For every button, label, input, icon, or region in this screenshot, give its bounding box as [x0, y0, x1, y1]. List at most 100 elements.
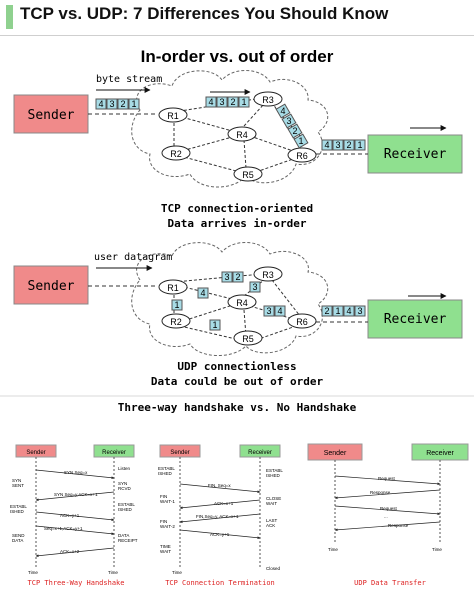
svg-text:3: 3	[335, 140, 340, 150]
tcp-caption-2: Data arrives in-order	[167, 217, 306, 230]
udp-router-r4: R4	[227, 294, 257, 310]
tcp-router-r6: R6	[287, 147, 317, 163]
tcp-packets-sender: 4 3 2 1	[95, 98, 140, 110]
header-accent-bar	[6, 5, 13, 29]
svg-text:LAST: LAST	[266, 518, 278, 523]
tcp-sender-label: Sender	[28, 108, 75, 123]
udp-sender-label: Sender	[28, 279, 75, 294]
svg-text:R3: R3	[262, 95, 274, 105]
svg-text:Request: Request	[378, 476, 396, 481]
svg-text:3: 3	[252, 282, 257, 292]
svg-text:4: 4	[324, 140, 329, 150]
svg-text:ESTABL: ESTABL	[118, 502, 135, 507]
svg-text:R5: R5	[242, 334, 254, 344]
svg-text:1: 1	[241, 97, 246, 107]
svg-text:2: 2	[120, 99, 125, 109]
svg-text:Closed: Closed	[266, 566, 281, 571]
svg-text:FIN: FIN	[160, 494, 167, 499]
udp-packets-near-r3: 3 2	[221, 271, 244, 283]
udp-router-r2: R2	[161, 313, 191, 329]
p2-label: TCP Connection Termination	[165, 579, 275, 587]
tcp-packets-r1-r3: 4 3 2 1	[205, 96, 250, 108]
svg-text:Receiver: Receiver	[248, 450, 272, 456]
panel-udp-transfer: Sender Receiver Request Response Request…	[307, 443, 469, 587]
svg-text:4: 4	[98, 99, 103, 109]
tcp-receiver-label: Receiver	[384, 147, 447, 162]
tcp-router-r5: R5	[233, 166, 263, 182]
panel-connection-termination: Sender Receiver ESTABL ISHED FIN WAIT-1 …	[158, 444, 283, 587]
udp-packets-receiver: 2 1 4 3	[321, 305, 366, 317]
svg-text:RCVD: RCVD	[118, 486, 132, 491]
svg-text:Time: Time	[172, 570, 182, 575]
svg-text:4: 4	[208, 97, 213, 107]
svg-text:ACK=x+2: ACK=x+2	[60, 549, 80, 554]
svg-text:R3: R3	[262, 270, 274, 280]
svg-text:SYN: SYN	[118, 481, 127, 486]
p1-label: TCP Three-Way Handshake	[28, 579, 125, 587]
svg-text:1: 1	[131, 99, 136, 109]
svg-text:3: 3	[357, 306, 362, 316]
svg-text:3: 3	[109, 99, 114, 109]
udp-packet-near-r5: 1	[209, 319, 221, 331]
svg-text:2: 2	[235, 272, 240, 282]
svg-text:SYN: SYN	[12, 478, 21, 483]
handshake-title: Three-way handshake vs. No Handshake	[118, 401, 357, 414]
svg-text:DATA: DATA	[12, 538, 23, 543]
svg-text:1: 1	[212, 320, 217, 330]
svg-text:ISHED: ISHED	[266, 473, 281, 478]
udp-router-r1: R1	[158, 279, 188, 295]
udp-packet-near-r2: 1	[171, 299, 183, 311]
svg-text:R6: R6	[296, 151, 308, 161]
svg-text:1: 1	[357, 140, 362, 150]
svg-text:Time: Time	[432, 547, 442, 552]
svg-text:3: 3	[219, 97, 224, 107]
udp-caption-2: Data could be out of order	[151, 375, 324, 388]
svg-text:3: 3	[224, 272, 229, 282]
svg-text:4: 4	[346, 306, 351, 316]
svg-text:4: 4	[280, 106, 285, 116]
svg-text:FIN: FIN	[160, 519, 167, 524]
udp-caption-1: UDP connectionless	[177, 360, 296, 373]
svg-text:Sender: Sender	[324, 450, 347, 457]
svg-text:4: 4	[277, 306, 282, 316]
tcp-router-r3: R3	[253, 91, 283, 107]
svg-text:Time: Time	[328, 547, 338, 552]
svg-text:SEND: SEND	[12, 533, 25, 538]
svg-text:ISHED: ISHED	[158, 471, 173, 476]
udp-router-r6: R6	[287, 313, 317, 329]
svg-text:R1: R1	[167, 111, 179, 121]
svg-text:FIN, Seq=x: FIN, Seq=x	[208, 483, 231, 488]
svg-text:Receiver: Receiver	[102, 450, 126, 456]
udp-packet-r4-r3: 3	[249, 281, 261, 293]
svg-text:R6: R6	[296, 317, 308, 327]
svg-text:Sender: Sender	[26, 450, 45, 456]
svg-text:3: 3	[286, 116, 291, 126]
svg-text:Receiver: Receiver	[426, 450, 454, 457]
tcp-sender-box	[13, 94, 89, 134]
svg-text:R2: R2	[170, 149, 182, 159]
svg-text:2: 2	[230, 97, 235, 107]
svg-text:Time: Time	[28, 570, 38, 575]
tcp-network-cloud	[131, 70, 329, 188]
udp-network-cloud	[131, 242, 329, 357]
tcp-section-title: In-order vs. out of order	[141, 47, 334, 66]
panel-three-way-handshake: Sender Receiver SYN SENT ESTABL ISHED SE…	[10, 444, 138, 587]
svg-text:3: 3	[266, 306, 271, 316]
tcp-section: In-order vs. out of order Sender Receive…	[13, 47, 463, 230]
svg-text:ACK: ACK	[266, 523, 275, 528]
p3-label: UDP Data Transfer	[354, 579, 426, 587]
svg-text:1: 1	[298, 136, 303, 146]
svg-text:Listen: Listen	[118, 466, 131, 471]
svg-text:TIME: TIME	[160, 544, 171, 549]
svg-text:ISHED: ISHED	[118, 507, 133, 512]
svg-text:WAIT: WAIT	[160, 549, 171, 554]
svg-text:ESTABL: ESTABL	[158, 466, 175, 471]
svg-text:2: 2	[346, 140, 351, 150]
svg-text:CLOSE: CLOSE	[266, 496, 281, 501]
svg-text:Time: Time	[108, 570, 118, 575]
svg-text:SYN Seq=x: SYN Seq=x	[64, 470, 88, 475]
svg-text:ISHED: ISHED	[10, 509, 25, 514]
svg-text:WAIT-1: WAIT-1	[160, 499, 175, 504]
svg-text:DATA: DATA	[118, 533, 129, 538]
